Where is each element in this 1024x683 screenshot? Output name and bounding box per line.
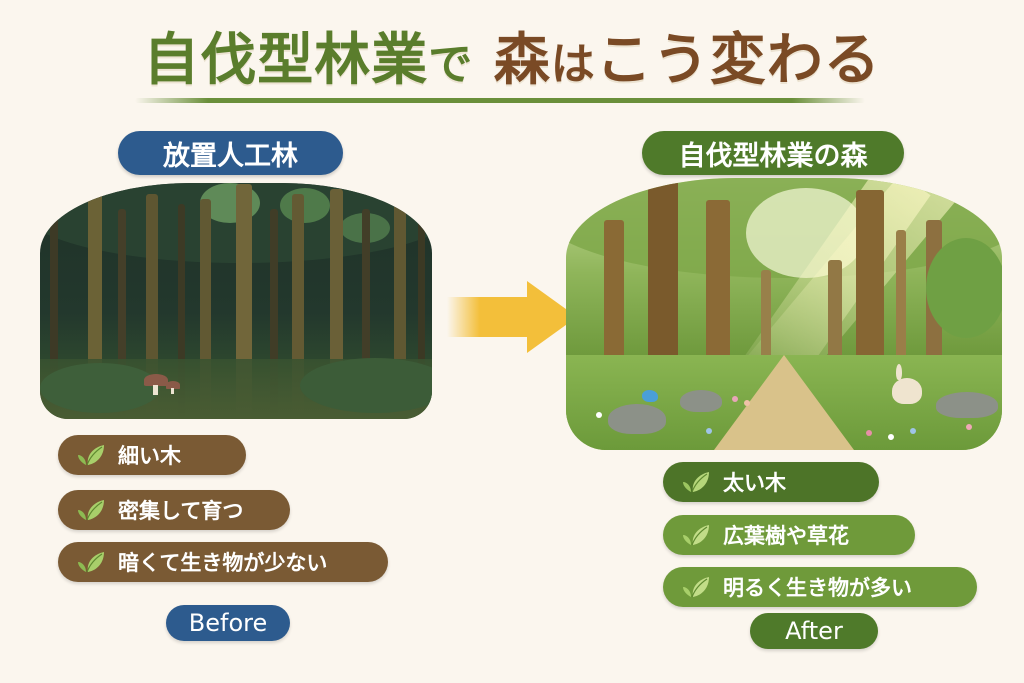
leaf-icon — [78, 500, 104, 521]
after-feature-bright-many-creatures: 明るく生き物が多い — [663, 567, 977, 607]
arrow-right-icon — [447, 281, 577, 353]
before-tag: Before — [166, 605, 290, 641]
title-part-changes: こう変わる — [595, 28, 881, 93]
title-part-wa: は — [550, 39, 596, 90]
title-part-de: で — [428, 39, 474, 90]
leaf-icon — [683, 525, 709, 546]
leaf-icon — [683, 472, 709, 493]
after-header: 自伐型林業の森 — [642, 131, 904, 175]
before-feature-thin-trees: 細い木 — [58, 435, 246, 475]
leaf-icon — [683, 577, 709, 598]
title-part-forest: 森 — [493, 28, 551, 93]
before-header: 放置人工林 — [118, 131, 343, 175]
before-feature-dark-few-creatures: 暗くて生き物が少ない — [58, 542, 388, 582]
feature-label: 細い木 — [118, 444, 181, 468]
feature-label: 明るく生き物が多い — [723, 576, 912, 600]
feature-label: 暗くて生き物が少ない — [118, 551, 328, 575]
before-feature-dense-growth: 密集して育つ — [58, 490, 290, 530]
title-part-forestry: 自伐型林業 — [143, 28, 429, 93]
feature-label: 広葉樹や草花 — [723, 524, 849, 548]
leaf-icon — [78, 552, 104, 573]
after-tag: After — [750, 613, 878, 649]
leaf-icon — [78, 445, 104, 466]
page-title: 自伐型林業で 森はこう変わる — [0, 28, 1024, 98]
after-feature-thick-trees: 太い木 — [663, 462, 879, 502]
after-feature-broadleaf-flowers: 広葉樹や草花 — [663, 515, 915, 555]
neglected-forest-illustration — [40, 183, 432, 419]
feature-label: 太い木 — [723, 471, 786, 495]
feature-label: 密集して育つ — [118, 499, 244, 523]
title-underline — [135, 98, 865, 103]
managed-forest-illustration — [566, 178, 1002, 450]
